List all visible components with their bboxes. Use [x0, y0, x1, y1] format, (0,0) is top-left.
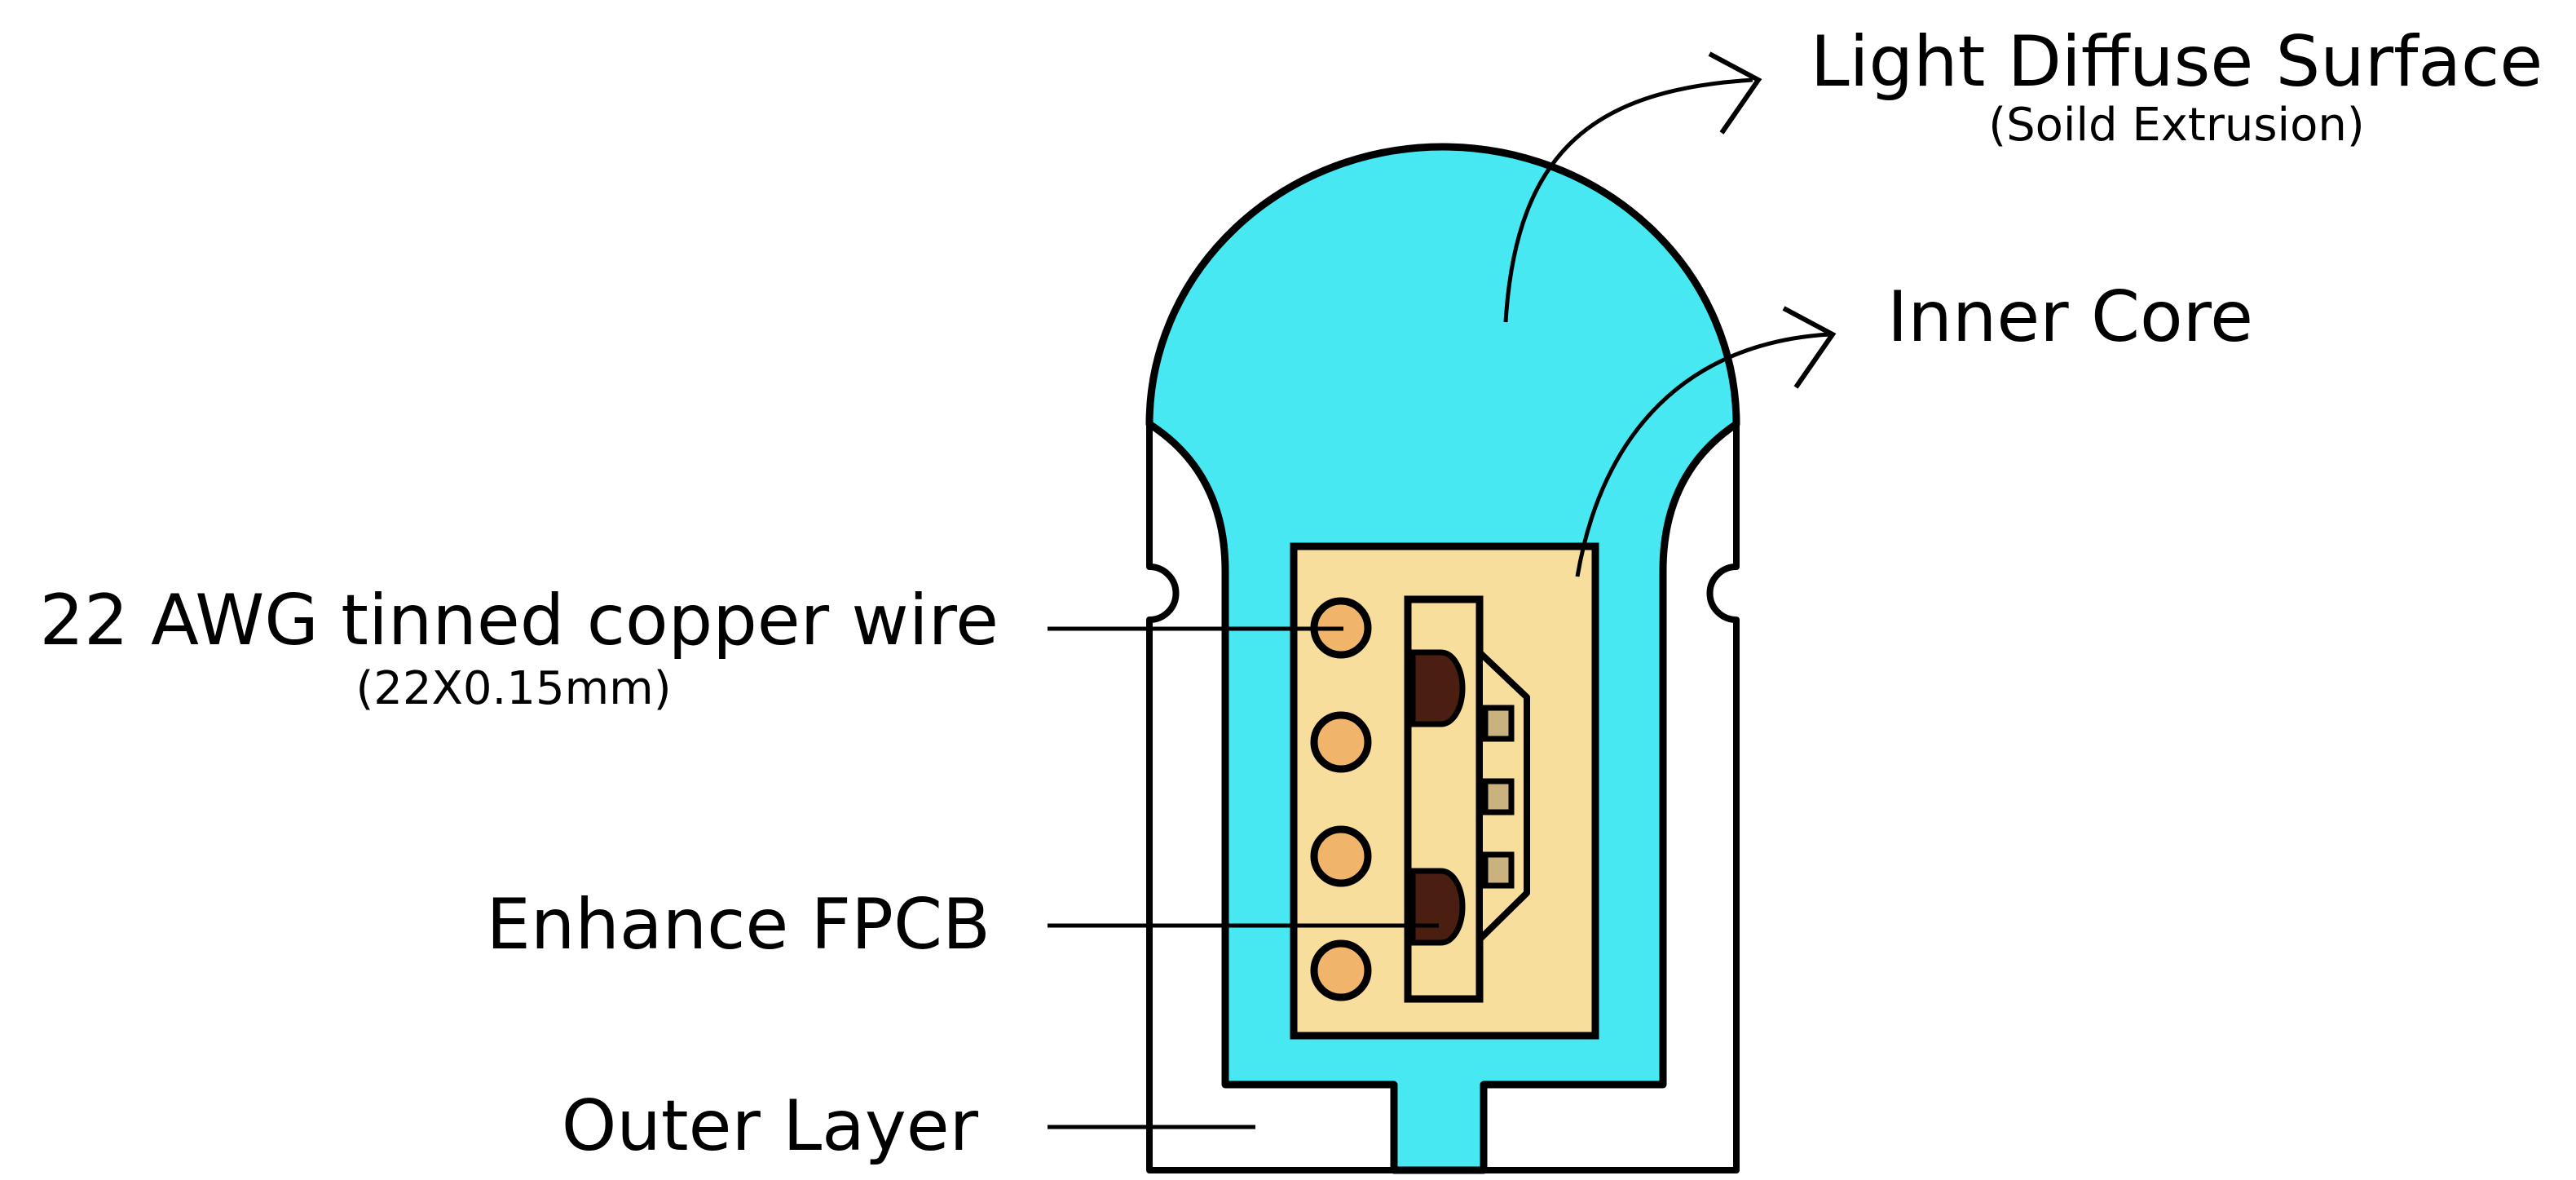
inner-core-arrow: [1575, 332, 1831, 577]
led-pad-2: [1482, 778, 1515, 815]
outer-layer-label: Outer Layer: [562, 1085, 979, 1167]
copper-wire-note: (22X0.15mm): [355, 662, 671, 715]
copper-wire-3: [1310, 825, 1372, 887]
led-chip-bottom: [1409, 868, 1466, 946]
copper-wire-4: [1310, 939, 1372, 1001]
copper-wires: [1310, 597, 1372, 1001]
light-diffuse-surface-note: (Soild Extrusion): [1988, 99, 2364, 152]
fpcb-label: Enhance FPCB: [487, 884, 990, 966]
inner-core-arrowhead: [1782, 306, 1837, 389]
light-diffuse-surface-label: Light Diffuse Surface: [1811, 21, 2543, 103]
copper-wire-label: 22 AWG tinned copper wire: [39, 580, 999, 661]
light-diffuse-arrow: [1503, 77, 1753, 323]
led-pad-1: [1482, 705, 1515, 742]
copper-wire-2: [1310, 711, 1372, 773]
led-chip-top: [1409, 649, 1466, 727]
light-diffuse-arrowhead: [1708, 51, 1762, 135]
inner-core-label: Inner Core: [1887, 276, 2253, 358]
led-pad-3: [1482, 851, 1515, 889]
